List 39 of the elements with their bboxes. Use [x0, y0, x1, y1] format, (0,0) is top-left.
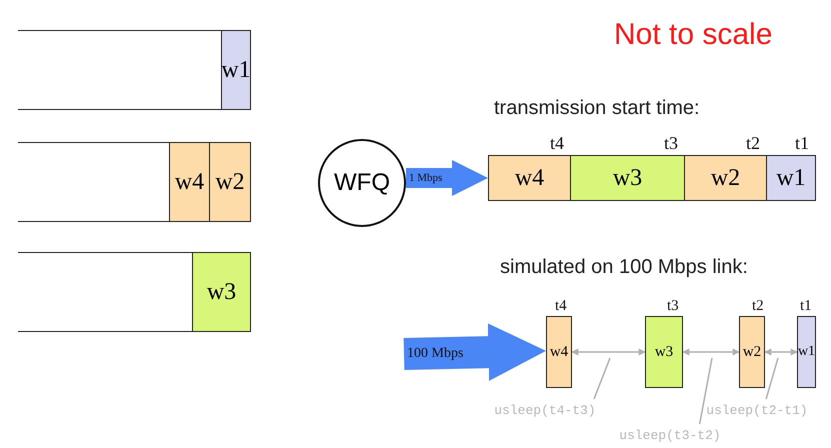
packet-box: w2 — [209, 142, 251, 222]
leader-line — [698, 358, 713, 424]
packet-box: w3 — [645, 316, 683, 388]
packet-box: w1 — [797, 316, 816, 388]
section-heading: transmission start time: — [494, 97, 700, 120]
time-mark: t4 — [550, 133, 564, 154]
time-mark: t3 — [667, 298, 679, 315]
time-mark: t2 — [746, 133, 760, 154]
packet-box: w4 — [546, 316, 572, 388]
section-heading: simulated on 100 Mbps link: — [500, 256, 748, 279]
time-mark: t1 — [795, 133, 810, 154]
block-arrow — [404, 323, 546, 381]
sleep-call-text: usleep(t4-t3) — [488, 400, 602, 420]
scale-note: Not to scale — [614, 18, 772, 52]
packet-box: w3 — [570, 155, 685, 201]
double-arrow — [764, 348, 798, 356]
scheduler-circle: WFQ — [318, 139, 406, 227]
time-mark: t3 — [664, 133, 678, 154]
sleep-call-text: usleep(t3-t2) — [613, 425, 727, 445]
packet-box: w4 — [169, 142, 210, 222]
packet-box: w3 — [192, 252, 251, 332]
sleep-call-text: usleep(t2-t1) — [700, 400, 814, 420]
packet-box: w2 — [684, 155, 767, 201]
queue-outline — [18, 252, 250, 332]
time-mark: t1 — [800, 298, 812, 315]
link-speed-label: 100 Mbps — [407, 346, 464, 362]
packet-box: w4 — [488, 155, 571, 201]
time-mark: t2 — [752, 298, 764, 315]
queue-outline — [18, 30, 250, 110]
packet-box: w1 — [766, 155, 816, 201]
link-speed-label: 1 Mbps — [409, 172, 442, 184]
queue-outline — [18, 142, 250, 222]
leader-line — [593, 358, 611, 400]
leader-line — [765, 358, 779, 400]
double-arrow — [571, 348, 646, 356]
time-mark: t4 — [555, 298, 567, 315]
packet-box: w2 — [739, 316, 765, 388]
double-arrow — [682, 348, 740, 356]
block-arrow — [406, 160, 488, 196]
